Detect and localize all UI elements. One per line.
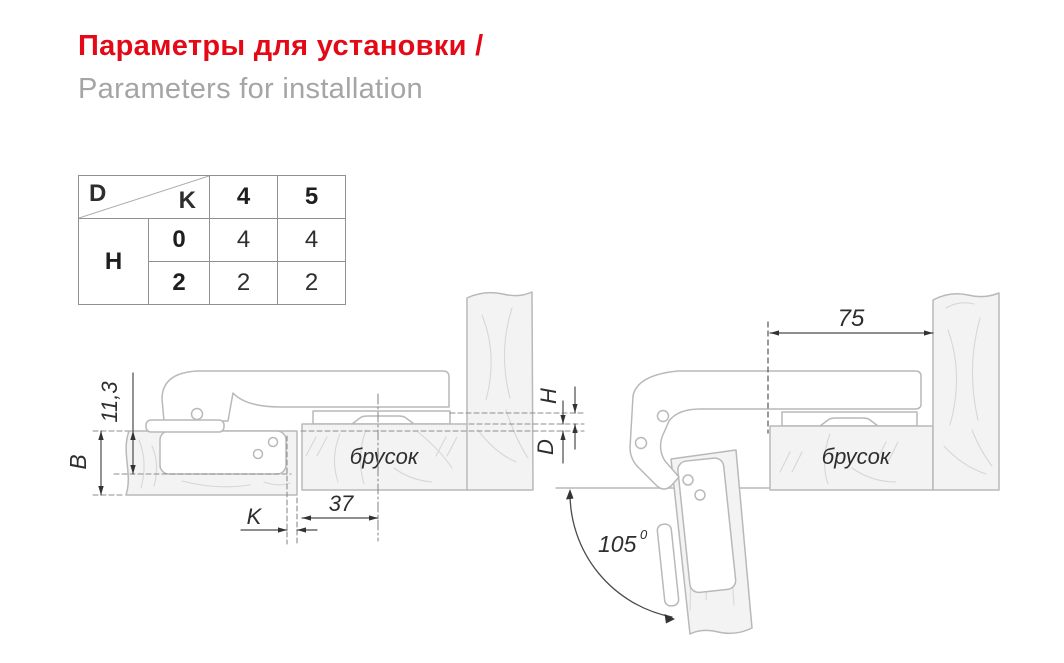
block-label: брусок: [350, 444, 420, 469]
right-hinge-diagram: брусок 75 105: [555, 292, 1000, 635]
dim-door-thickness-label: B: [65, 454, 91, 469]
cup-screw-holes: [252, 436, 279, 460]
door-wood-grain: [138, 439, 291, 489]
diagonal-divider: [79, 176, 209, 218]
wood-block-right: [769, 425, 934, 491]
dim-height-label: H: [536, 388, 561, 404]
dim-clearance-label: D: [533, 439, 558, 455]
page-title: Параметры для установки /: [78, 30, 484, 62]
corner-row-axis-label: D: [89, 180, 107, 207]
open-door-screw-holes: [682, 474, 706, 501]
col-header-k4: 4: [209, 175, 278, 219]
cell-h0-k5: 4: [277, 218, 346, 262]
col-header-k5: 5: [277, 175, 346, 219]
panel-wood-grain-right: [943, 302, 993, 475]
dim-75-arrows: [770, 330, 933, 336]
plate-boss: [351, 415, 415, 425]
open-arm-pivot-holes: [634, 409, 670, 450]
opening-angle-label: 105: [598, 531, 637, 557]
cell-h2-k4: 2: [209, 261, 278, 305]
block-wood-grain: [305, 429, 458, 485]
left-hinge-diagram: брусок: [65, 291, 585, 545]
open-door-cup-tab: [656, 523, 680, 607]
cabinet-side-panel-right: [932, 292, 1000, 491]
dim-cup-depth-label: 11,3: [97, 381, 122, 423]
row-label-2: 2: [148, 261, 210, 305]
extension-lines: [92, 412, 585, 545]
parameters-table: D K 4 5 H 0 4 4 2 2 2: [78, 175, 346, 305]
page-subtitle: Parameters for installation: [78, 73, 423, 105]
wood-block: [301, 423, 469, 491]
hinge-arm: [161, 370, 450, 422]
hinge-cup: [159, 430, 287, 475]
block-wood-grain-right: [779, 433, 899, 485]
dim-edge-gap-label: K: [247, 504, 263, 529]
row-header-h: H: [78, 218, 149, 305]
opening-angle-arc: [569, 491, 673, 618]
corner-col-axis-label: K: [178, 187, 196, 214]
cell-h0-k4: 4: [209, 218, 278, 262]
corner-cell: D K: [78, 175, 210, 219]
dimension-arrows: [98, 404, 578, 533]
opening-angle-arrows: [566, 489, 675, 624]
plate-boss-right: [819, 417, 879, 427]
open-hinge-arm: [629, 370, 922, 490]
open-door-cup-plate: [677, 457, 737, 594]
block-label-right: брусок: [822, 444, 892, 469]
dim-plate-setback-label: 37: [329, 491, 354, 516]
cup-flange: [145, 419, 225, 433]
table-row-h2: 2 2 2: [79, 261, 346, 305]
opening-angle-superscript: 0: [640, 527, 648, 542]
cabinet-side-panel: [466, 291, 534, 491]
table-row-h0: H 0 4 4: [78, 218, 346, 305]
cell-h2-k5: 2: [277, 261, 346, 305]
dim-plate-distance-label: 75: [838, 305, 865, 332]
panel-wood-grain: [477, 307, 529, 463]
arm-pivot-hole: [190, 407, 204, 421]
table-header-row: D K 4 5: [78, 175, 346, 219]
